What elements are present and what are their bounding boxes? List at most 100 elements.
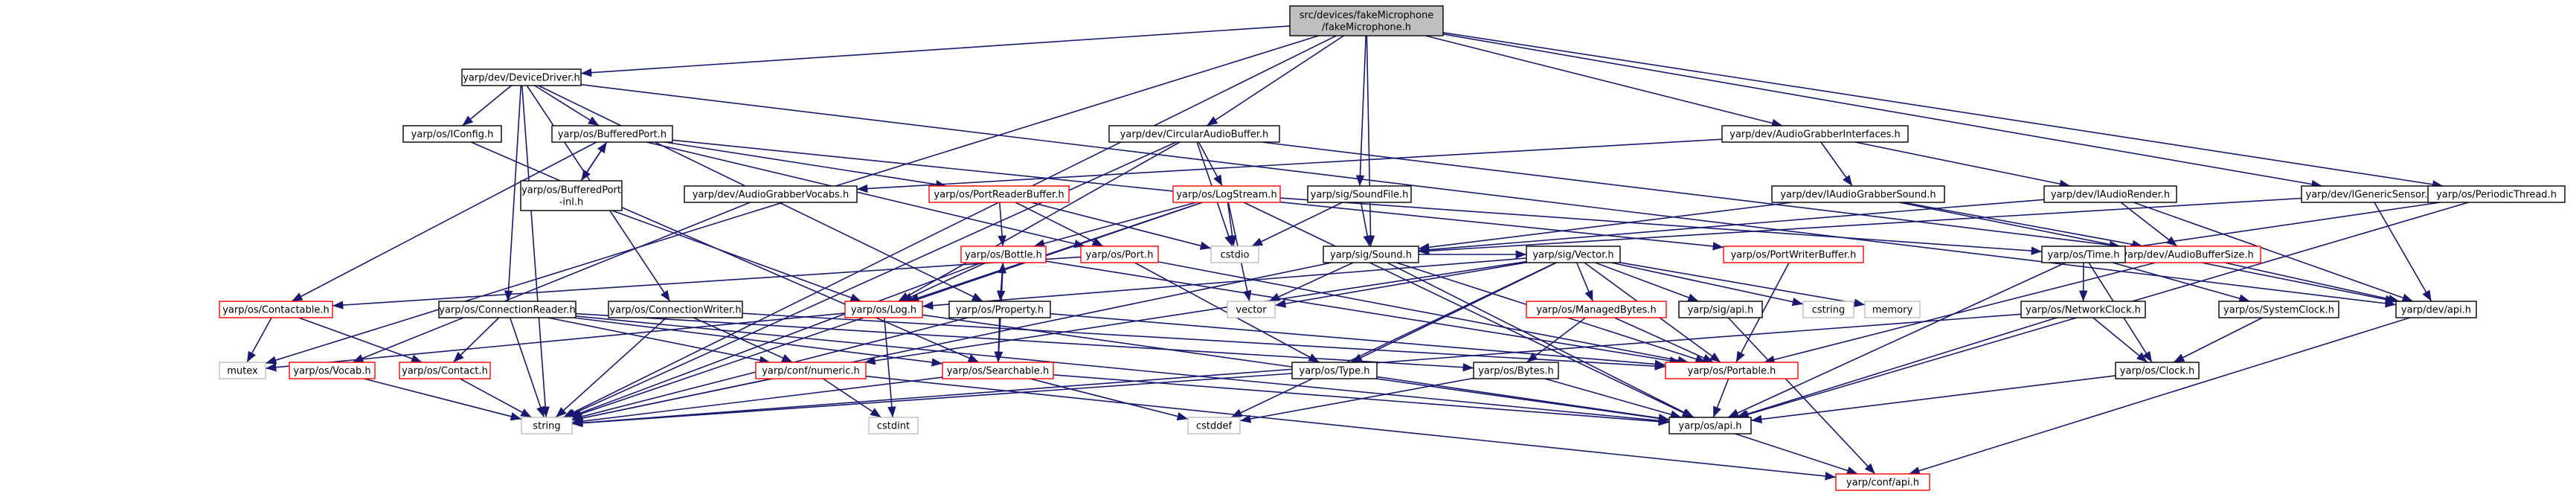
node-label-portwriterbuffer: yarp/os/PortWriterBuffer.h xyxy=(1731,250,1857,261)
node-box-systemclock xyxy=(2218,301,2339,318)
node-cstdint[interactable]: cstdint xyxy=(868,417,919,434)
edge-root-to-devicedriver xyxy=(580,25,1291,77)
node-bytes[interactable]: yarp/os/Bytes.h xyxy=(1473,362,1559,379)
node-time[interactable]: yarp/os/Time.h xyxy=(2041,246,2126,263)
node-box-contact xyxy=(399,362,491,379)
node-connectionwriter[interactable]: yarp/os/ConnectionWriter.h xyxy=(608,301,743,318)
edge-devicedriver-to-iconfig xyxy=(461,85,513,126)
edge-sigapi-to-confapi xyxy=(1727,317,1876,475)
node-audiograbbervocabs[interactable]: yarp/dev/AudioGrabberVocabs.h xyxy=(684,185,858,203)
edge-portreaderbuffer-to-cstdio xyxy=(1030,202,1212,250)
node-box-mutex xyxy=(219,362,266,379)
node-portreaderbuffer[interactable]: yarp/os/PortReaderBuffer.h xyxy=(928,185,1070,203)
node-label-connectionwriter: yarp/os/ConnectionWriter.h xyxy=(609,305,741,316)
node-iaudiograbbersound[interactable]: yarp/dev/IAudioGrabberSound.h xyxy=(1771,185,1945,203)
node-label-systemclock: yarp/os/SystemClock.h xyxy=(2223,305,2334,316)
node-label-confapi: yarp/conf/api.h xyxy=(1846,478,1919,489)
node-confapi[interactable]: yarp/conf/api.h xyxy=(1835,473,1930,491)
node-box-sound xyxy=(1323,246,1419,263)
node-managedbytes[interactable]: yarp/os/ManagedBytes.h xyxy=(1526,301,1667,318)
node-networkclock[interactable]: yarp/os/NetworkClock.h xyxy=(2020,301,2146,318)
node-clock[interactable]: yarp/os/Clock.h xyxy=(2115,362,2200,379)
edge-bufferedport-to-port xyxy=(646,141,1085,248)
node-bufferedportinl[interactable]: yarp/os/BufferedPort-inl.h xyxy=(520,180,623,211)
node-stdvector[interactable]: vector xyxy=(1227,301,1276,318)
node-circularaudiobuffer[interactable]: yarp/dev/CircularAudioBuffer.h xyxy=(1108,125,1280,143)
node-label-cstddef: cstddef xyxy=(1196,421,1233,432)
node-label-igenericsensor: yarp/dev/IGenericSensor.h xyxy=(2306,190,2434,201)
node-bufferedport[interactable]: yarp/os/BufferedPort.h xyxy=(551,125,673,143)
edge-logstream-to-osapi xyxy=(1243,202,1694,418)
node-label-iconfig: yarp/os/IConfig.h xyxy=(411,129,494,141)
node-devicedriver[interactable]: yarp/dev/DeviceDriver.h xyxy=(461,68,582,86)
edge-portreaderbuffer-to-bottle xyxy=(998,202,1006,247)
edge-networkclock-to-clock xyxy=(2092,317,2148,363)
edge-root-to-sound xyxy=(1366,35,1375,247)
node-string[interactable]: string xyxy=(521,417,573,434)
edge-contact-to-string xyxy=(460,378,532,418)
node-osapi[interactable]: yarp/os/api.h xyxy=(1668,417,1752,434)
node-devapi[interactable]: yarp/dev/api.h xyxy=(2395,301,2477,318)
edge-vocab-to-string xyxy=(364,378,522,421)
node-portable[interactable]: yarp/os/Portable.h xyxy=(1665,362,1799,379)
node-box-contactable xyxy=(219,301,333,318)
node-label-mutex: mutex xyxy=(227,366,258,377)
node-label-soundfile: yarp/sig/SoundFile.h xyxy=(1311,190,1409,201)
node-box-cstddef xyxy=(1187,417,1241,434)
node-portwriterbuffer[interactable]: yarp/os/PortWriterBuffer.h xyxy=(1723,246,1864,263)
node-box-property xyxy=(948,301,1051,318)
node-port[interactable]: yarp/os/Port.h xyxy=(1080,246,1159,263)
node-box-managedbytes xyxy=(1526,301,1667,318)
node-audiograbberinterfaces[interactable]: yarp/dev/AudioGrabberInterfaces.h xyxy=(1721,125,1909,143)
node-soundfile[interactable]: yarp/sig/SoundFile.h xyxy=(1307,185,1412,203)
edge-bytes-to-osapi xyxy=(1544,378,1682,419)
node-sound[interactable]: yarp/sig/Sound.h xyxy=(1323,246,1419,263)
node-periodicthread[interactable]: yarp/os/PeriodicThread.h xyxy=(2427,185,2566,203)
node-cstdio[interactable]: cstdio xyxy=(1210,246,1259,263)
node-label-clock: yarp/os/Clock.h xyxy=(2120,366,2194,377)
node-searchable[interactable]: yarp/os/Searchable.h xyxy=(942,362,1054,379)
node-label-audiograbbervocabs: yarp/dev/AudioGrabberVocabs.h xyxy=(693,190,849,201)
edge-connectionwriter-to-numeric xyxy=(693,317,793,363)
node-memory[interactable]: memory xyxy=(1864,301,1921,318)
node-systemclock[interactable]: yarp/os/SystemClock.h xyxy=(2218,301,2339,318)
node-label-bottle: yarp/os/Bottle.h xyxy=(965,250,1042,261)
edge-sound-to-osapi xyxy=(1387,262,1695,418)
node-iaudiorender[interactable]: yarp/dev/IAudioRender.h xyxy=(2043,185,2177,203)
node-root[interactable]: src/devices/fakeMicrophone/fakeMicrophon… xyxy=(1289,5,1444,36)
node-cstring[interactable]: cstring xyxy=(1802,301,1854,318)
node-connectionreader[interactable]: yarp/os/ConnectionReader.h xyxy=(438,301,576,318)
node-label-stdvector: vector xyxy=(1236,305,1267,316)
node-logstream[interactable]: yarp/os/LogStream.h xyxy=(1172,185,1281,203)
node-bottle[interactable]: yarp/os/Bottle.h xyxy=(960,246,1047,263)
node-mutex[interactable]: mutex xyxy=(219,362,266,379)
edge-managedbytes-to-bytes xyxy=(1526,317,1586,363)
node-box-bufferedport xyxy=(551,125,673,143)
node-vocab[interactable]: yarp/os/Vocab.h xyxy=(289,362,376,379)
node-numeric[interactable]: yarp/conf/numeric.h xyxy=(755,362,867,379)
node-iconfig[interactable]: yarp/os/IConfig.h xyxy=(402,125,502,143)
node-audiobuffersize[interactable]: yarp/dev/AudioBufferSize.h xyxy=(2114,246,2261,263)
node-contactable[interactable]: yarp/os/Contactable.h xyxy=(219,301,333,318)
node-box-iconfig xyxy=(402,125,502,143)
edge-log-to-cstdint xyxy=(884,317,896,418)
node-contact[interactable]: yarp/os/Contact.h xyxy=(399,362,491,379)
node-box-memory xyxy=(1864,301,1921,318)
node-cstddef[interactable]: cstddef xyxy=(1187,417,1241,434)
edge-bufferedportinl-to-bufferedport xyxy=(580,141,608,182)
node-igenericsensor[interactable]: yarp/dev/IGenericSensor.h xyxy=(2301,185,2438,203)
node-box-bufferedportinl xyxy=(520,180,623,211)
edge-vector-to-sigapi xyxy=(1595,262,1699,302)
edge-bufferedport-to-contactable xyxy=(291,141,597,302)
node-label-sigapi: yarp/sig/api.h xyxy=(1688,305,1754,316)
node-type[interactable]: yarp/os/Type.h xyxy=(1291,362,1378,379)
node-label-cstdint: cstdint xyxy=(877,421,910,432)
node-sigapi[interactable]: yarp/sig/api.h xyxy=(1678,301,1763,318)
edge-numeric-to-cstdint xyxy=(823,378,881,418)
node-box-devapi xyxy=(2395,301,2477,318)
node-vector[interactable]: yarp/sig/Vector.h xyxy=(1526,246,1621,263)
node-property[interactable]: yarp/os/Property.h xyxy=(948,301,1051,318)
edge-devicedriver-to-devapi xyxy=(580,83,2397,308)
node-log[interactable]: yarp/os/Log.h xyxy=(844,301,923,318)
edge-logstream-to-cstdio xyxy=(1227,202,1237,247)
